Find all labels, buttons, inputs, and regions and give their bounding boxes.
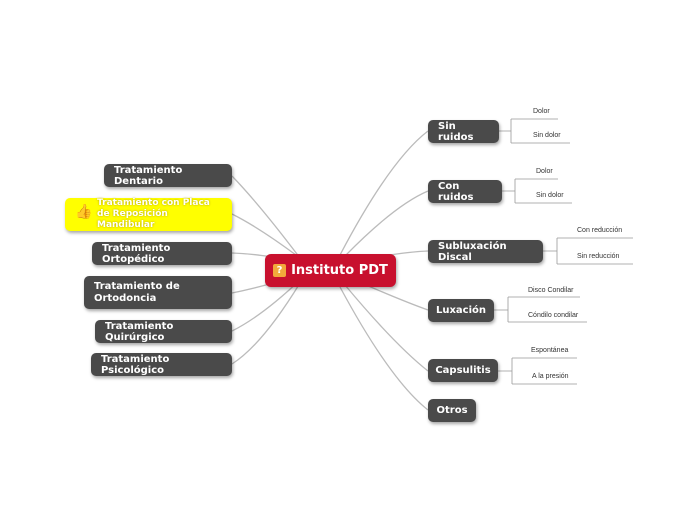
thumbs-up-icon: 👍 xyxy=(75,204,93,220)
root-node[interactable]: ? Instituto PDT xyxy=(265,254,396,287)
node-label: Capsulitis xyxy=(435,365,491,376)
node-label: Sin ruidos xyxy=(438,120,474,143)
leaf-espontanea[interactable]: Espontánea xyxy=(531,347,569,354)
node-label: Tratamiento con Placa de Reposición Mand… xyxy=(97,198,210,230)
link-dentario xyxy=(231,175,301,259)
question-icon: ? xyxy=(273,264,287,277)
leaf-con-ruidos-sin-dolor[interactable]: Sin dolor xyxy=(536,192,564,199)
link-psicologico xyxy=(231,282,301,365)
node-label: Tratamiento Quirúrgico xyxy=(105,320,174,343)
leaf-sin-ruidos-sin-dolor[interactable]: Sin dolor xyxy=(533,132,561,139)
node-capsulitis[interactable]: Capsulitis xyxy=(428,359,498,382)
node-luxacion[interactable]: Luxación xyxy=(428,299,494,322)
node-label: Tratamiento Dentario xyxy=(114,164,183,187)
leaf-con-reduccion[interactable]: Con reducción xyxy=(577,227,623,234)
link-sin-ruidos xyxy=(339,130,429,256)
node-label: Tratamiento de Ortodoncia xyxy=(94,280,180,304)
node-otros[interactable]: Otros xyxy=(428,399,476,422)
node-label: Luxación xyxy=(435,305,487,316)
node-tratamiento-psicologico[interactable]: Tratamiento Psicológico xyxy=(91,353,232,376)
link-capsulitis xyxy=(344,284,429,372)
leaf-con-ruidos-dolor[interactable]: Dolor xyxy=(536,168,553,175)
node-tratamiento-ortodoncia[interactable]: Tratamiento de Ortodoncia xyxy=(84,276,232,309)
node-label: Con ruidos xyxy=(438,180,474,203)
node-tratamiento-quirurgico[interactable]: Tratamiento Quirúrgico xyxy=(95,320,232,343)
leaf-a-la-presion[interactable]: A la presión xyxy=(532,373,569,380)
node-tratamiento-dentario[interactable]: Tratamiento Dentario xyxy=(104,164,232,187)
leaf-sin-ruidos-dolor[interactable]: Dolor xyxy=(533,108,550,115)
root-label: Instituto PDT xyxy=(291,263,388,278)
node-con-ruidos[interactable]: Con ruidos xyxy=(428,180,502,203)
link-quirurgico xyxy=(231,279,301,332)
node-label: Otros xyxy=(436,405,468,416)
node-label: Subluxación Discal xyxy=(438,240,507,263)
link-placa xyxy=(231,213,301,259)
node-sin-ruidos[interactable]: Sin ruidos xyxy=(428,120,499,143)
node-label: Tratamiento Psicológico xyxy=(101,353,170,376)
node-label: Tratamiento Ortopédico xyxy=(102,242,171,265)
leaf-disco-condilar[interactable]: Disco Condilar xyxy=(528,287,574,294)
node-subluxacion-discal[interactable]: Subluxación Discal xyxy=(428,240,543,263)
link-con-ruidos xyxy=(344,190,429,257)
link-otros xyxy=(339,286,429,411)
leaf-sin-reduccion[interactable]: Sin reducción xyxy=(577,253,620,260)
leaf-condilo-condilar[interactable]: Cóndilo condilar xyxy=(528,312,579,319)
node-tratamiento-ortopedico[interactable]: Tratamiento Ortopédico xyxy=(92,242,232,265)
node-tratamiento-placa[interactable]: 👍 Tratamiento con Placa de Reposición Ma… xyxy=(65,198,232,231)
